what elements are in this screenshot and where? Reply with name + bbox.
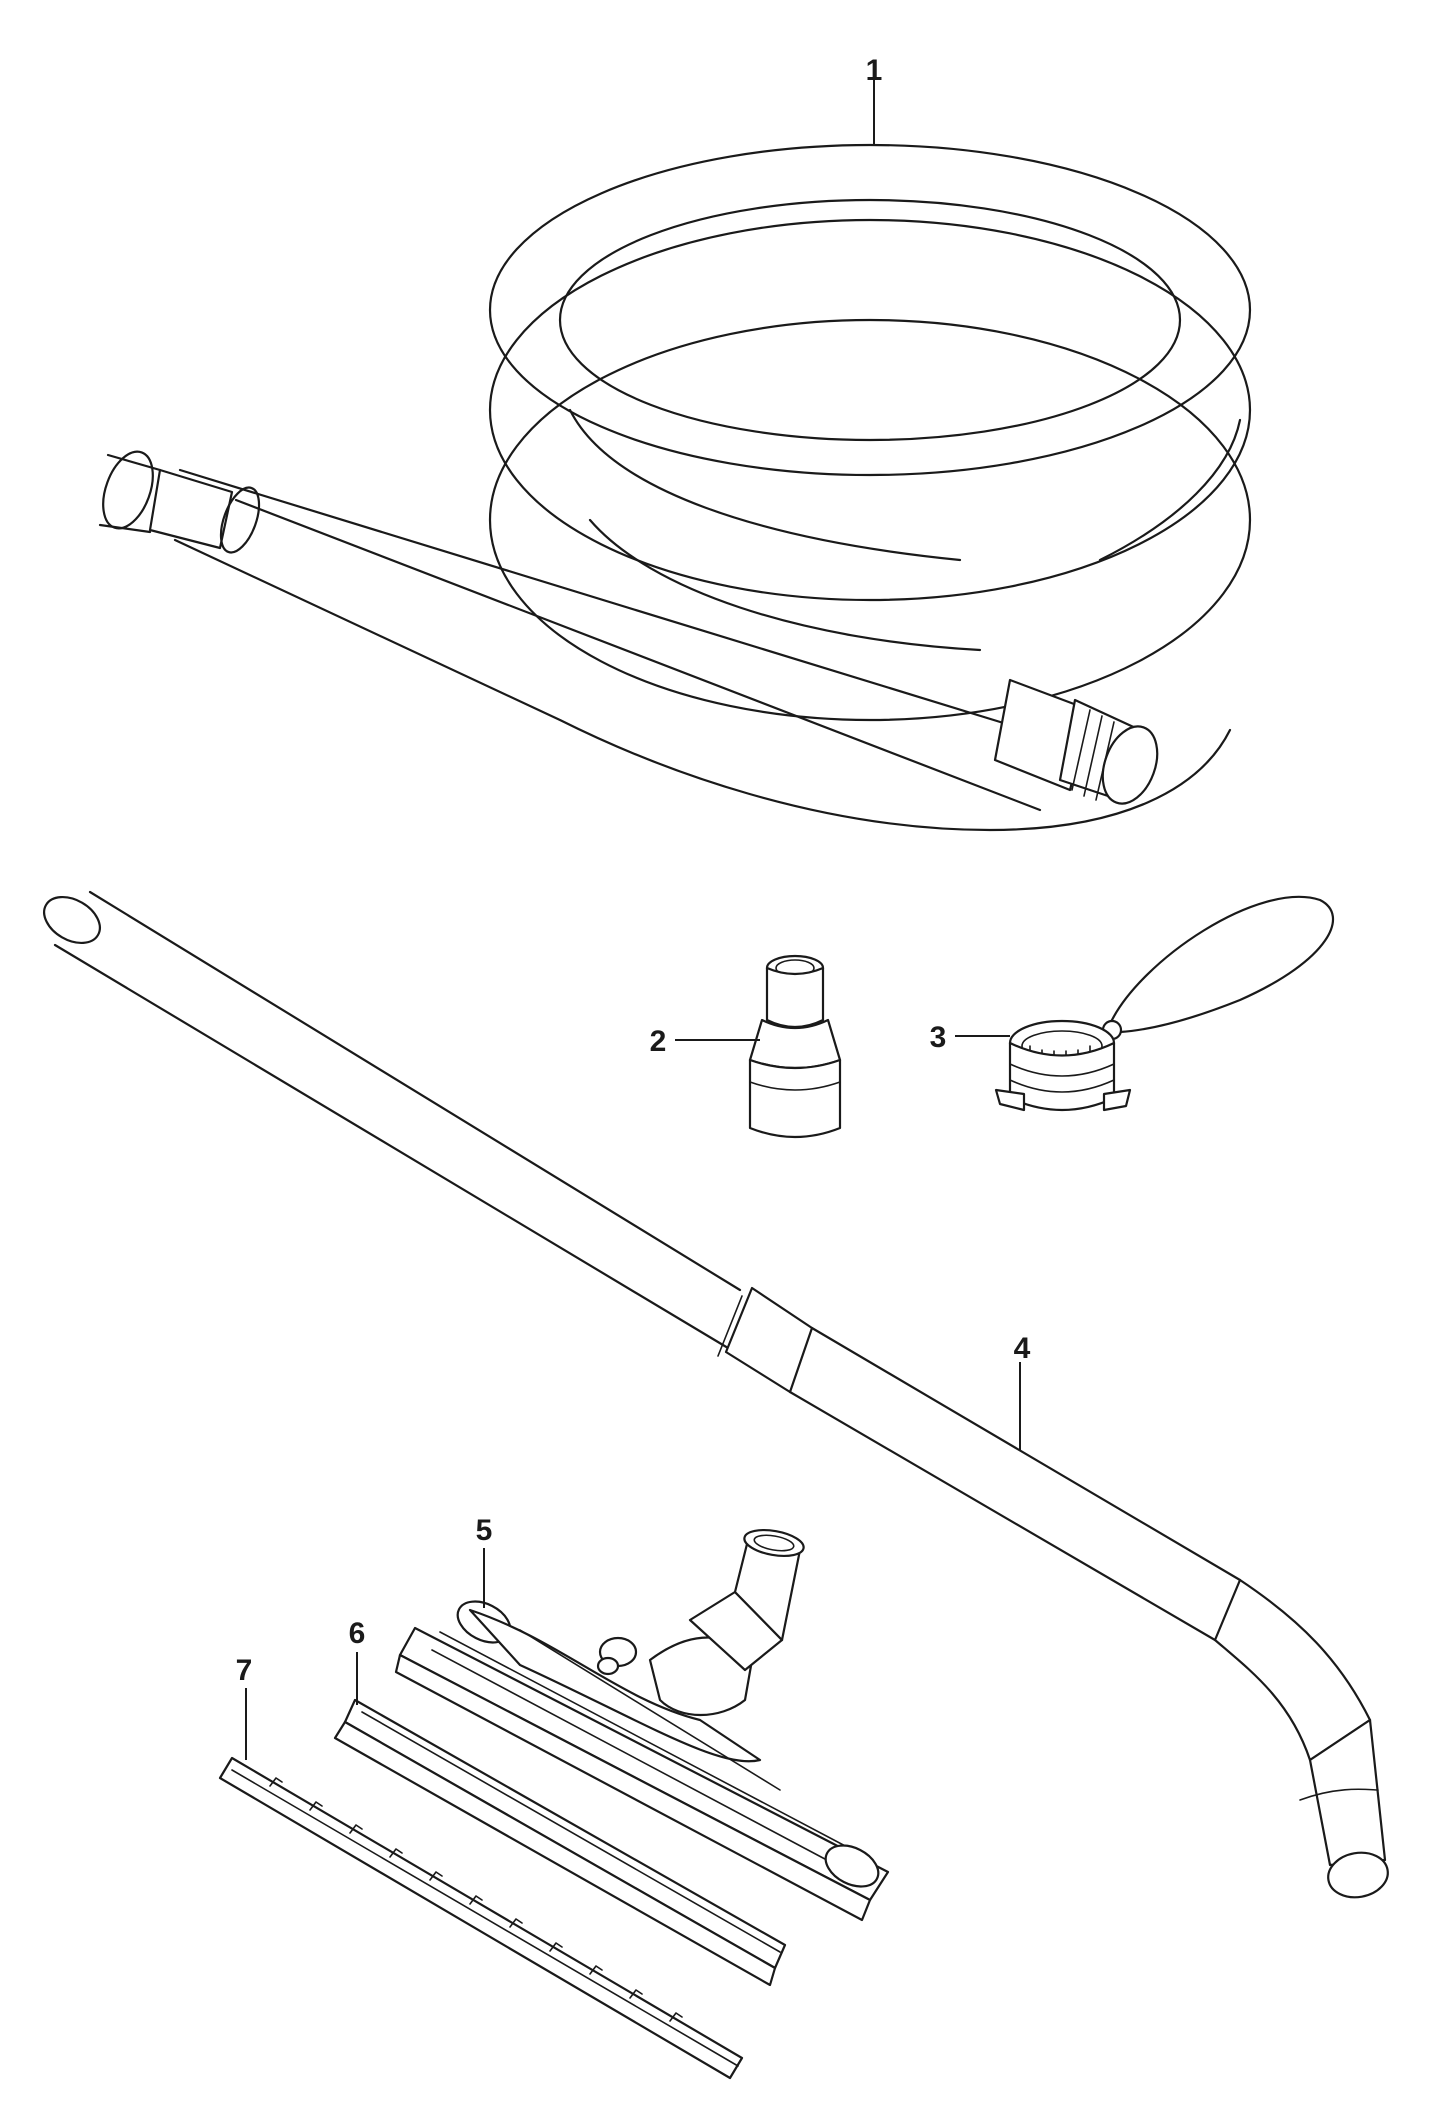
adapter-part xyxy=(748,954,842,1139)
callout-2: 2 xyxy=(650,1025,667,1058)
wand-part xyxy=(43,890,1389,1899)
hose-left-cuff xyxy=(98,450,261,554)
toothed-strip-part xyxy=(218,1756,744,2080)
hose-right-cuff xyxy=(993,678,1159,805)
coupling-part xyxy=(994,895,1335,1112)
callout-5: 5 xyxy=(476,1514,493,1547)
strip-teeth xyxy=(269,1777,683,2022)
squeegee-strip-part xyxy=(333,1698,787,1987)
callout-1: 1 xyxy=(866,54,883,87)
hose-part xyxy=(98,143,1252,832)
callout-6: 6 xyxy=(349,1617,366,1650)
floor-nozzle-part xyxy=(394,1528,890,1922)
callout-4: 4 xyxy=(1014,1332,1031,1365)
callout-3: 3 xyxy=(930,1021,947,1054)
callout-7: 7 xyxy=(236,1654,253,1687)
